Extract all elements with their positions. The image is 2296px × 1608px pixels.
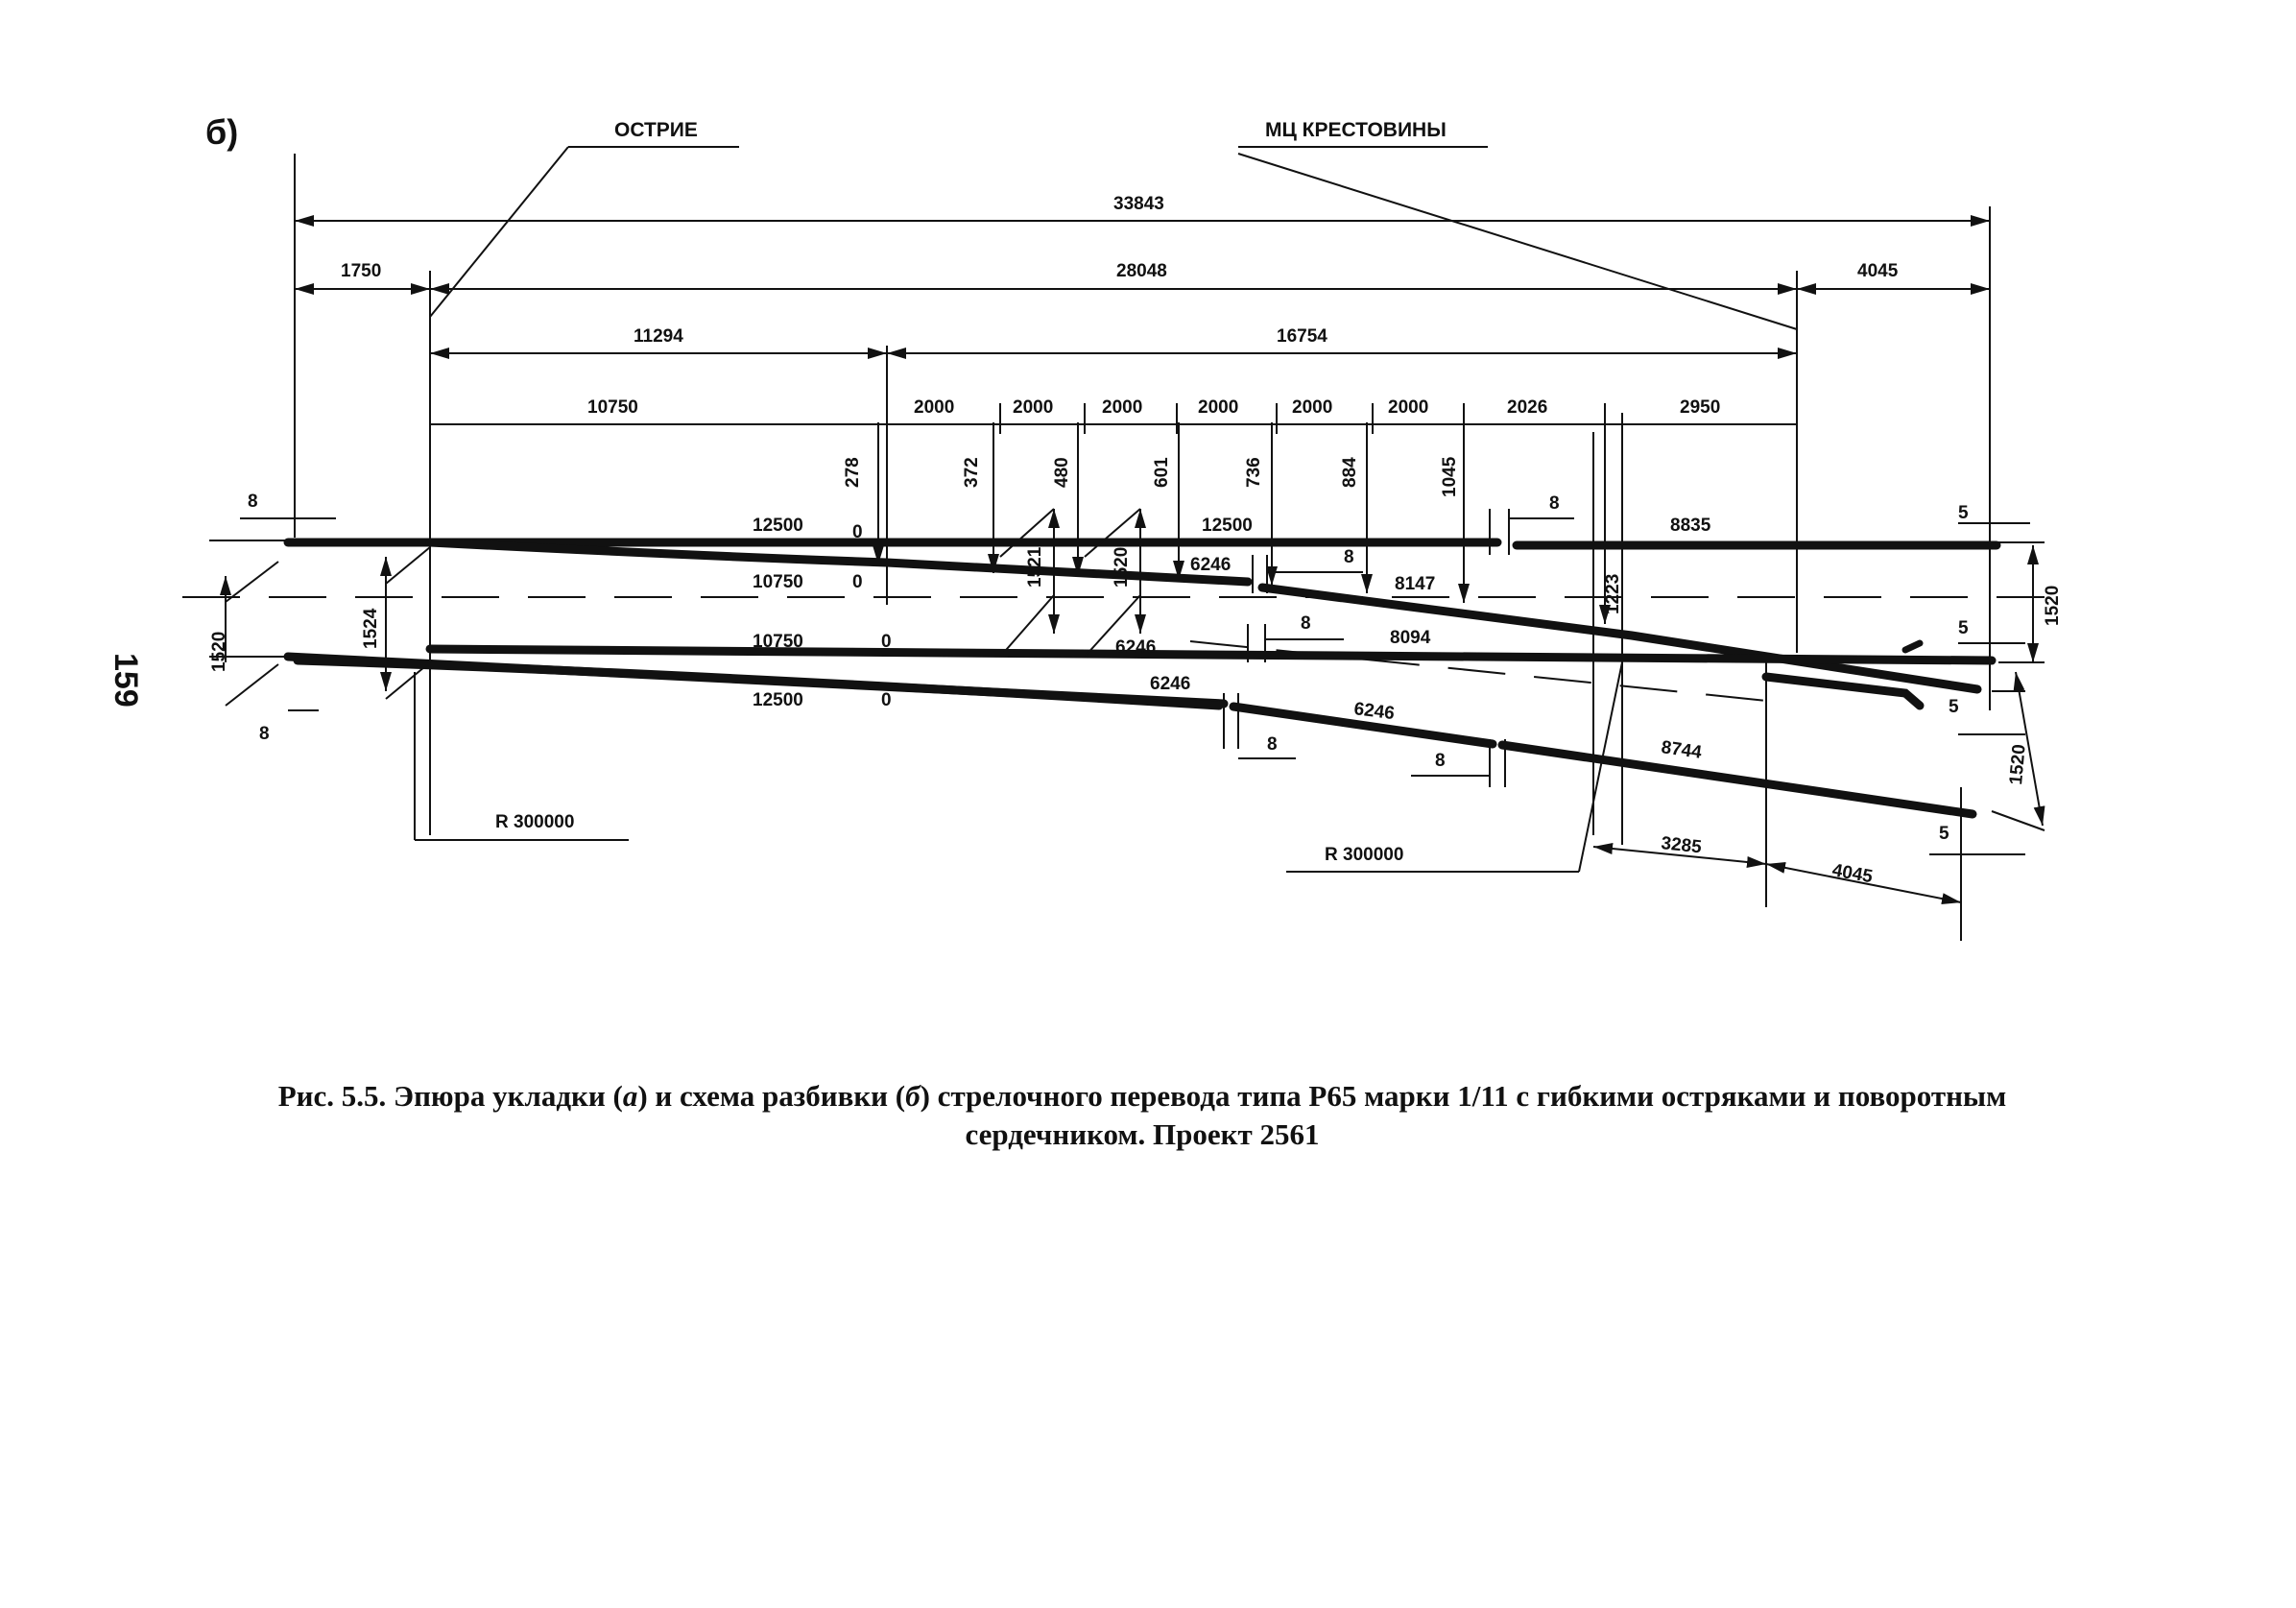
rail-0-a: 0 (852, 572, 863, 592)
gap-8-a: 8 (1549, 493, 1560, 514)
ordinate-372: 372 (962, 457, 982, 488)
gap-8-bottom-left: 8 (259, 724, 270, 744)
rail-0-top: 0 (852, 522, 863, 542)
rail-6246-d: 6246 (1352, 699, 1396, 724)
rail-8835: 8835 (1670, 516, 1711, 536)
ordinate-601: 601 (1152, 457, 1172, 488)
figure-caption: Рис. 5.5. Эпюра укладки (а) и схема разб… (144, 1077, 2141, 1155)
gap-5-d: 5 (1939, 824, 1949, 844)
caption-part: ) и схема разбивки ( (637, 1079, 906, 1113)
radius-left-label: R 300000 (495, 812, 574, 832)
gap-8-b: 8 (1344, 547, 1354, 567)
rail-12500-top: 12500 (753, 516, 803, 536)
dim-2950: 2950 (1680, 397, 1720, 418)
rail-6246-c: 6246 (1150, 674, 1190, 694)
gauge-1520-left: 1520 (209, 632, 229, 672)
dim-2026: 2026 (1507, 397, 1547, 418)
ordinate-736: 736 (1244, 457, 1264, 488)
ordinate-278: 278 (843, 457, 863, 488)
rail-0-b: 0 (881, 632, 892, 652)
rail-0-bottom: 0 (881, 690, 892, 710)
rail-10750-b: 10750 (753, 632, 803, 652)
dim-seg-b: 16754 (1277, 326, 1327, 347)
rail-8147: 8147 (1395, 574, 1435, 594)
top-dimension-lines (295, 215, 1990, 425)
dim-2000-4: 2000 (1198, 397, 1238, 418)
gap-5-b: 5 (1958, 618, 1969, 638)
radius-left-leader (414, 672, 629, 841)
rail-12500-bottom: 12500 (753, 690, 803, 710)
rail-12500-mid: 12500 (1202, 516, 1253, 536)
rails (283, 538, 2001, 819)
dim-10750: 10750 (587, 397, 638, 418)
caption-line-2: сердечником. Проект 2561 (965, 1117, 1320, 1152)
rail-4045: 4045 (1830, 860, 1875, 887)
frog-center-leader: МЦ КРЕСТОВИНЫ (1237, 119, 1798, 330)
gap-5-c: 5 (1949, 697, 1959, 717)
rail-8094: 8094 (1390, 628, 1431, 648)
ordinate-884: 884 (1340, 457, 1360, 488)
rail-10750-a: 10750 (753, 572, 803, 592)
point-tip-label: ОСТРИЕ (614, 119, 698, 141)
gap-8-c: 8 (1301, 613, 1311, 634)
rail-8744: 8744 (1660, 737, 1703, 763)
rail-6246-b: 6246 (1115, 637, 1156, 658)
rail-6246-a: 6246 (1190, 555, 1231, 575)
gap-8-e: 8 (1435, 751, 1446, 771)
dim-2000-6: 2000 (1388, 397, 1428, 418)
dim-front: 1750 (341, 261, 381, 281)
dim-2000-5: 2000 (1292, 397, 1332, 418)
frog-center-label: МЦ КРЕСТОВИНЫ (1265, 119, 1447, 141)
ordinate-1223: 1223 (1603, 574, 1623, 614)
radius-right-label: R 300000 (1325, 845, 1403, 865)
gauge-1520-mid: 1520 (1112, 547, 1132, 588)
dim-2000-2: 2000 (1013, 397, 1053, 418)
joint-gap-marks (1223, 509, 1574, 787)
caption-part: Рис. 5.5. Эпюра укладки ( (277, 1079, 623, 1113)
caption-letter-b: б (905, 1079, 921, 1113)
caption-part: ) стрелочного перевода типа Р65 марки 1/… (920, 1079, 2007, 1113)
left-end-markers (209, 517, 431, 711)
ordinate-1045: 1045 (1440, 456, 1460, 497)
gap-8-top-left: 8 (248, 492, 258, 512)
right-end-markers (1929, 522, 2045, 855)
dim-total: 33843 (1113, 194, 1164, 214)
gauge-1524: 1524 (361, 608, 381, 649)
dim-rear: 4045 (1857, 261, 1899, 281)
gauge-1520-right: 1520 (2043, 586, 2063, 626)
bottom-dimension-lines (1592, 843, 1962, 905)
dim-theoretical: 28048 (1116, 261, 1167, 281)
panel-label: б) (205, 112, 238, 152)
rail-3285: 3285 (1660, 833, 1703, 857)
point-tip-leader: ОСТРИЕ (429, 119, 739, 318)
mid-gauge-markers (999, 508, 1146, 658)
radius-right-leader (1286, 661, 1623, 873)
gap-5-a: 5 (1958, 503, 1969, 523)
gauge-1520-right-2: 1520 (2006, 743, 2030, 785)
gap-8-d: 8 (1267, 734, 1278, 755)
ordinate-480: 480 (1052, 457, 1072, 488)
dim-2000-1: 2000 (914, 397, 954, 418)
page-number: 159 (108, 653, 144, 708)
ordinate-lines (873, 422, 1611, 624)
top-dimension-ticks (886, 403, 1606, 434)
caption-line-1: Рис. 5.5. Эпюра укладки (а) и схема разб… (144, 1077, 2141, 1116)
caption-letter-a: а (622, 1079, 638, 1113)
dim-seg-a: 11294 (634, 326, 683, 347)
dim-2000-3: 2000 (1102, 397, 1142, 418)
gauge-1521: 1521 (1025, 546, 1045, 588)
